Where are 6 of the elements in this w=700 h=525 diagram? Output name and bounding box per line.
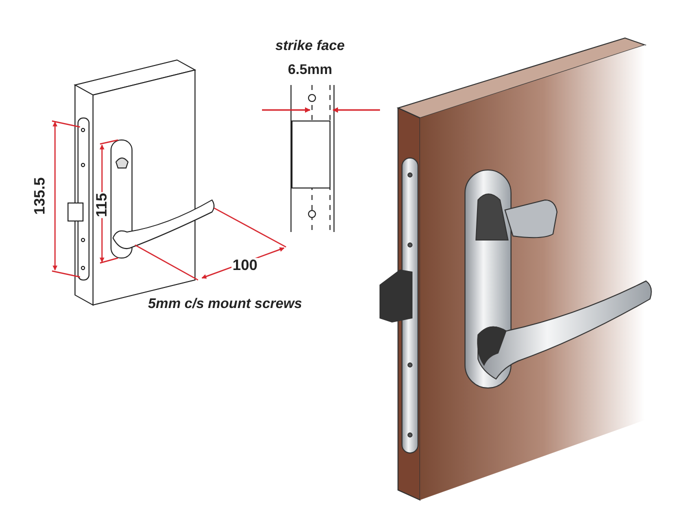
caption-label: strike face: [274, 38, 346, 52]
note-text: 5mm c/s mount screws: [146, 296, 304, 310]
dimension-label: 6.5mm: [286, 62, 334, 76]
dimension-label: 135.5: [32, 176, 48, 216]
dimension-label: 100: [231, 258, 259, 273]
dimension-label: 115: [94, 192, 110, 218]
